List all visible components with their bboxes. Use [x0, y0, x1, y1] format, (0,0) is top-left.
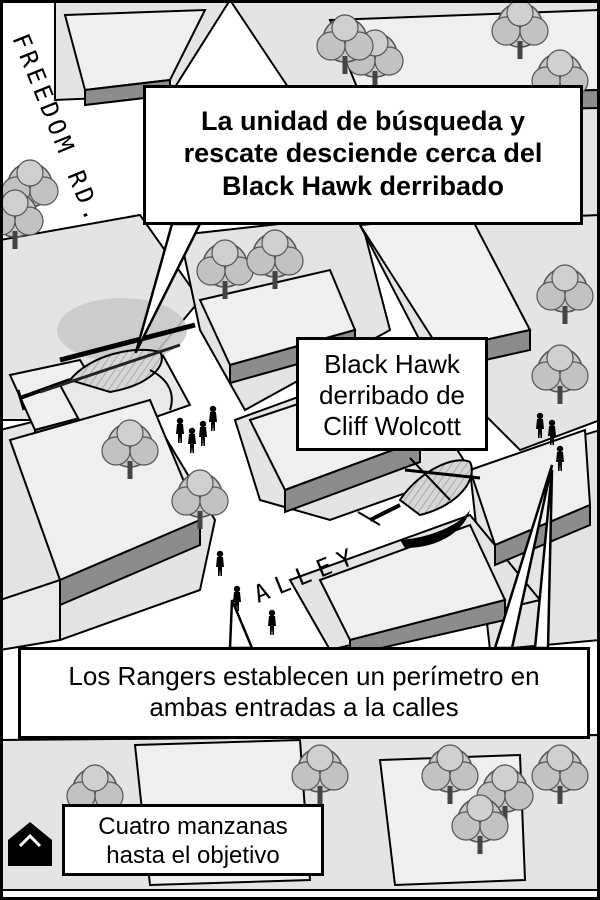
downed-black-hawk-icon [357, 457, 481, 548]
target-arrow-icon [8, 822, 52, 866]
blocks-to-target-callout: Cuatro manzanas hasta el objetivo [62, 804, 324, 876]
search-rescue-callout: La unidad de búsqueda y rescate desciend… [143, 85, 583, 225]
callout-line: La unidad de búsqueda y [200, 106, 526, 136]
callout-pointers [134, 222, 554, 650]
callout-line: hasta el objetivo [106, 841, 280, 869]
callout-line: Cuatro manzanas [98, 813, 288, 840]
downed-hawk-callout: Black Hawk derribado de Cliff Wolcott [296, 337, 488, 451]
callout-line: Los Rangers establecen un perímetro en [68, 661, 540, 691]
callout-line: ambas entradas a la calles [149, 692, 459, 723]
callout-line: rescate desciende cerca del [183, 138, 543, 169]
rescue-helicopter-icon [16, 298, 196, 411]
callout-line: Black Hawk [324, 349, 460, 379]
callout-line: Cliff Wolcott [323, 411, 461, 442]
callout-line: derribado de [319, 380, 465, 411]
perimeter-callout: Los Rangers establecen un perímetro en a… [18, 647, 590, 739]
callout-line: Black Hawk derribado [221, 170, 505, 201]
